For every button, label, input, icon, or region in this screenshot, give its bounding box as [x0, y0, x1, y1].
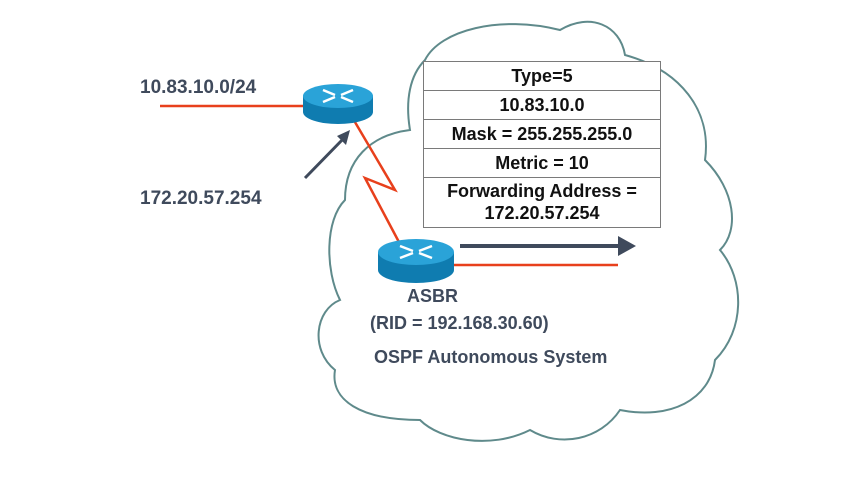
lsa-type5-table: Type=5 10.83.10.0 Mask = 255.255.255.0 M…: [423, 61, 661, 228]
asbr-rid-label: (RID = 192.168.30.60): [370, 313, 549, 333]
network-label: 10.83.10.0/24: [140, 77, 257, 98]
forwarding-arrow: [303, 130, 350, 180]
lsa-forwarding-address: Forwarding Address = 172.20.57.254: [424, 178, 660, 227]
asbr-label: ASBR: [407, 286, 459, 306]
forwarding-ip-label: 172.20.57.254: [140, 188, 262, 209]
lsa-type: Type=5: [424, 62, 660, 91]
lsa-mask: Mask = 255.255.255.0: [424, 120, 660, 149]
serial-link: [350, 116, 402, 245]
lsa-network: 10.83.10.0: [424, 91, 660, 120]
lsa-flood-arrow: [460, 236, 636, 256]
lsa-forwarding-label: Forwarding Address =: [447, 181, 637, 201]
lsa-metric: Metric = 10: [424, 149, 660, 178]
asbr-router-icon: [378, 239, 454, 283]
lsa-forwarding-value: 172.20.57.254: [484, 203, 600, 223]
as-name-label: OSPF Autonomous System: [374, 347, 608, 367]
router-icon: [303, 84, 373, 124]
